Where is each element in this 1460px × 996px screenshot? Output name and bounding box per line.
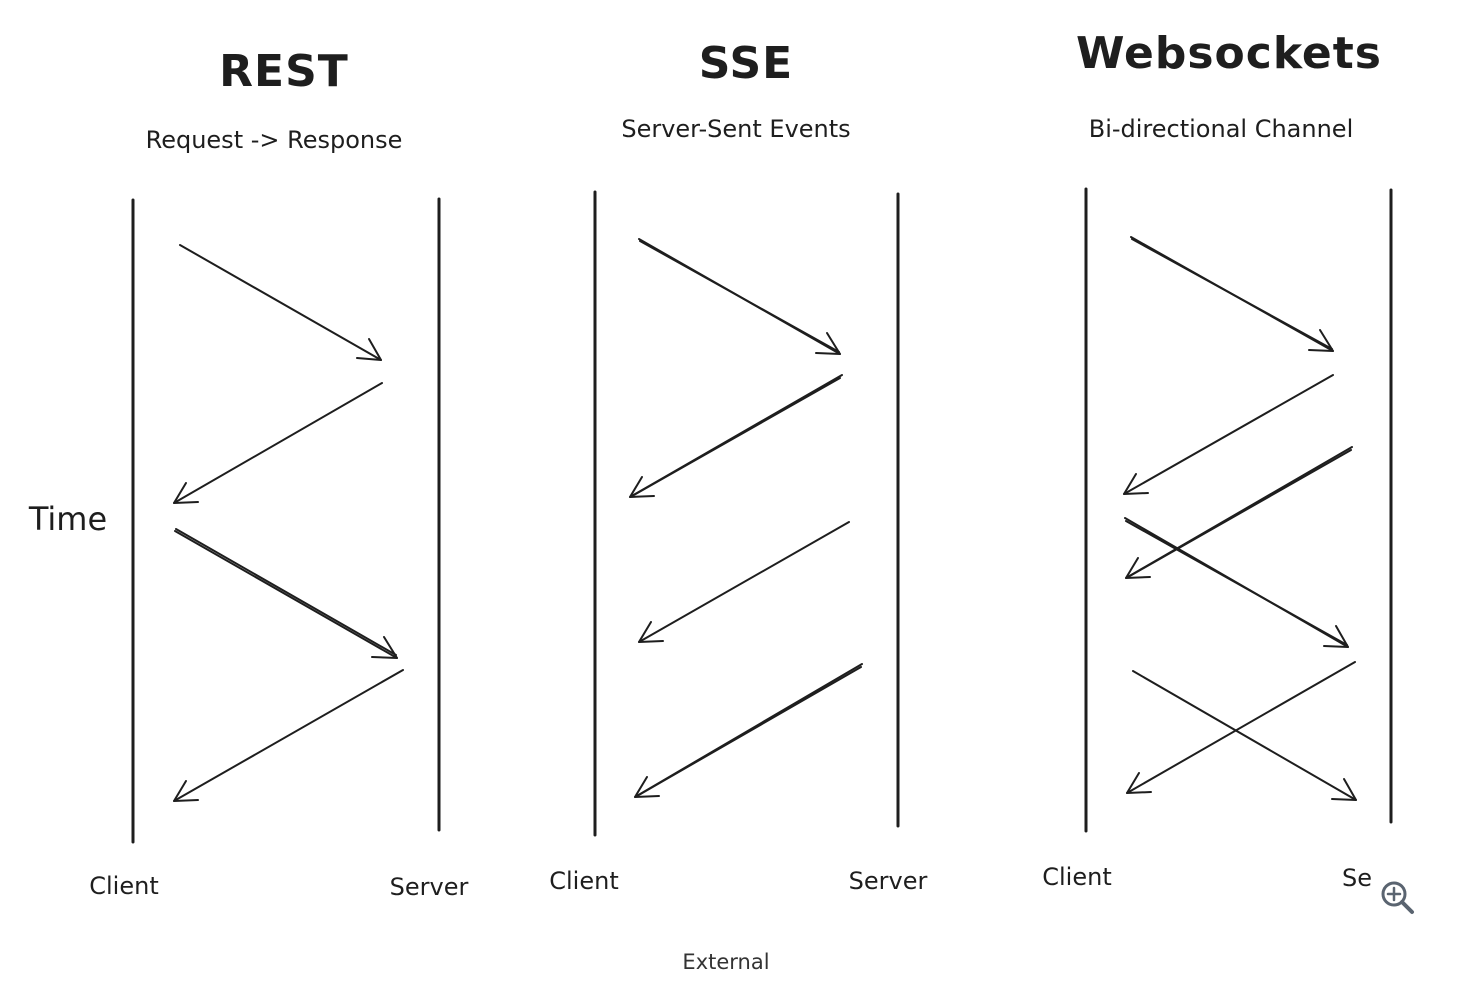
websockets-diagram: Websockets Bi-directional Channel — [1042, 28, 1393, 892]
sse-request-arrow — [638, 238, 841, 355]
rest-response-arrow — [173, 669, 404, 802]
rest-request-arrow — [174, 528, 398, 659]
websockets-server-to-client-arrow — [1123, 374, 1334, 495]
websockets-server-to-client-arrow — [1125, 446, 1353, 579]
sse-diagram: SSE Server-Sent Events Client Server — [549, 38, 927, 895]
websockets-server-to-client-arrow — [1126, 661, 1356, 794]
websockets-client-to-server-arrow — [1130, 236, 1334, 352]
external-link[interactable]: External — [682, 950, 770, 974]
sse-event-arrow — [638, 521, 850, 643]
zoom-in-icon — [1381, 881, 1414, 914]
websockets-client-to-server-arrow — [1132, 670, 1357, 801]
sse-event-arrow — [629, 374, 843, 498]
rest-response-arrow — [173, 382, 383, 504]
zoom-in-button[interactable] — [1378, 878, 1418, 918]
websockets-subtitle: Bi-directional Channel — [1089, 115, 1354, 143]
websockets-title: Websockets — [1076, 28, 1382, 79]
sse-server-label: Server — [849, 867, 928, 895]
websockets-server-label: Se — [1342, 864, 1372, 892]
rest-diagram: REST Request -> Response Client Server — [89, 46, 468, 901]
sse-subtitle: Server-Sent Events — [621, 115, 850, 143]
rest-subtitle: Request -> Response — [146, 126, 403, 154]
websockets-client-label: Client — [1042, 863, 1111, 891]
rest-title: REST — [219, 46, 349, 97]
rest-client-label: Client — [89, 872, 158, 900]
sse-title: SSE — [699, 38, 793, 89]
sse-event-arrow — [634, 663, 863, 798]
rest-server-label: Server — [390, 873, 469, 901]
rest-request-arrow — [179, 244, 382, 361]
sse-client-label: Client — [549, 867, 618, 895]
time-axis-label: Time — [28, 500, 107, 538]
websockets-client-to-server-arrow — [1124, 517, 1349, 648]
